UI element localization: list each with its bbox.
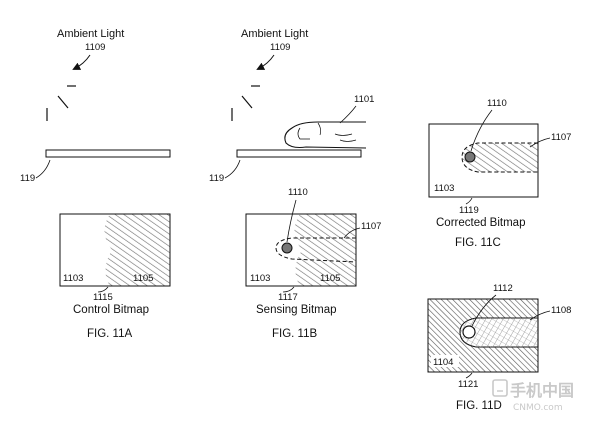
ambient-light-label: Ambient Light (57, 28, 124, 40)
ref-1103: 1103 (250, 273, 270, 284)
ref-1103: 1103 (434, 183, 454, 194)
watermark-text-cn: 手机中国 (510, 381, 574, 400)
finger-outline-dashed (461, 142, 538, 173)
outline-leader (529, 137, 551, 148)
light-ray (57, 95, 69, 109)
sensor-panel (236, 149, 362, 158)
bitmap-leader (97, 286, 109, 293)
watermark-logo-icon (492, 379, 508, 397)
watermark: 手机中国 CNMO.com (492, 379, 574, 413)
light-leader-arrow (256, 54, 275, 70)
panel-leader (35, 159, 51, 179)
fig-label-11a: FIG. 11A (87, 328, 132, 340)
ref-1103: 1103 (63, 273, 83, 284)
touch-leader (286, 199, 297, 243)
light-leader-arrow (72, 54, 91, 70)
bitmap-leader (282, 286, 295, 293)
touch-leader (470, 109, 493, 152)
caption-corrected-bitmap: Corrected Bitmap (436, 217, 525, 229)
ref-1105: 1105 (320, 273, 340, 284)
finger-leader (529, 310, 551, 321)
ref-1121: 1121 (458, 379, 478, 390)
ref-1117: 1117 (278, 292, 298, 303)
ref-1108: 1108 (551, 305, 571, 316)
watermark-text-en: CNMO.com (513, 403, 563, 413)
touch-point (462, 325, 476, 339)
fig-11b: Ambient Light 1109 1101 119 1110 1107 11… (209, 28, 381, 340)
touch-leader (471, 294, 497, 327)
caption-sensing-bitmap: Sensing Bitmap (256, 304, 337, 316)
ref-1112: 1112 (493, 283, 513, 294)
ref-1119: 1119 (459, 205, 479, 216)
ref-1110: 1110 (288, 187, 308, 198)
finger-icon (284, 121, 367, 149)
finger-leader (339, 105, 357, 124)
ref-1109: 1109 (85, 42, 105, 53)
shadow-region (294, 214, 356, 286)
ref-1115: 1115 (93, 292, 113, 303)
ref-1110: 1110 (487, 98, 507, 109)
ref-119: 119 (20, 173, 35, 184)
ref-1104: 1104 (433, 357, 453, 368)
touch-point (281, 242, 293, 254)
finger-shadow (462, 143, 538, 172)
bitmap-leader (465, 372, 473, 379)
fig-11d: 1112 1108 1104 1121 FIG. 11D (427, 283, 571, 412)
fig-label-11d: FIG. 11D (456, 400, 502, 412)
fig-11c: 1110 1107 1103 1119 Corrected Bitmap FIG… (428, 98, 571, 249)
sensor-panel (45, 149, 171, 158)
finger-outline-dashed (275, 237, 357, 263)
ref-119: 119 (209, 173, 224, 184)
fig-label-11c: FIG. 11C (455, 237, 501, 249)
touch-point (464, 151, 476, 163)
outline-leader (343, 227, 361, 239)
shadow-region (104, 214, 170, 286)
caption-control-bitmap: Control Bitmap (73, 304, 149, 316)
fig-label-11b: FIG. 11B (272, 328, 317, 340)
bitmap-leader (465, 197, 473, 205)
ref-1101: 1101 (354, 94, 374, 105)
ref-1107: 1107 (361, 221, 381, 232)
fig-11a: Ambient Light 1109 119 1103 1105 1115 Co… (20, 28, 171, 340)
ref-1105: 1105 (133, 273, 153, 284)
ref-1109: 1109 (270, 42, 290, 53)
ambient-light-label: Ambient Light (241, 28, 308, 40)
ref-1107: 1107 (551, 132, 571, 143)
panel-leader (224, 159, 241, 179)
light-ray (241, 95, 253, 109)
